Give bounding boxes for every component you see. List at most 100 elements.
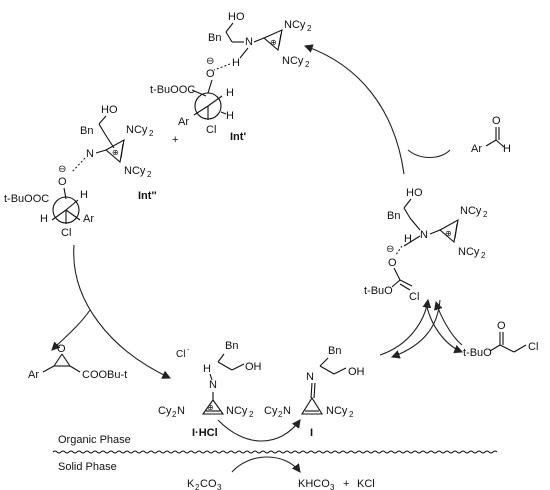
arrow-int-dprime-down bbox=[73, 244, 171, 379]
epoxide-exit-arrow bbox=[51, 309, 91, 351]
atom-label: HO bbox=[101, 104, 118, 116]
plus-charge: ⊕ bbox=[207, 403, 214, 412]
atom-label: Bn bbox=[328, 345, 341, 357]
subscript: 2 bbox=[307, 24, 312, 33]
minus-charge: ⊖ bbox=[386, 244, 394, 255]
equilibrium-arrow-1 bbox=[379, 298, 432, 356]
atom-label: O bbox=[388, 257, 397, 269]
plus-sign: + bbox=[172, 134, 178, 146]
subscript: 2 bbox=[305, 60, 310, 69]
atom-label: t-BuO bbox=[364, 285, 393, 297]
atom-label: NCy bbox=[326, 405, 348, 417]
atom-label: NCy bbox=[460, 205, 482, 217]
atom-label: H bbox=[80, 189, 88, 201]
atom-label: O bbox=[58, 176, 67, 188]
plus-charge: ⊕ bbox=[112, 148, 119, 157]
aldehyde: Ar O H bbox=[471, 115, 511, 155]
reagent-k2co3: K bbox=[187, 478, 195, 490]
atom-label: Bn bbox=[225, 340, 238, 352]
plus-charge: ⊕ bbox=[270, 38, 277, 47]
atom-label: H bbox=[404, 233, 412, 245]
atom-label: Ar bbox=[83, 213, 94, 225]
svg-text:-: - bbox=[187, 347, 190, 354]
ester-out-arrow bbox=[425, 301, 464, 354]
atom-label: t-BuOOC bbox=[4, 193, 49, 205]
minus-charge: ⊖ bbox=[58, 164, 66, 175]
atom-label: COOBu-t bbox=[82, 369, 127, 381]
atom-label: O bbox=[497, 320, 506, 332]
atom-label: N bbox=[306, 371, 314, 383]
atom-label: HO bbox=[228, 11, 245, 23]
int-prime-label: Int' bbox=[230, 131, 246, 143]
atom-label: H bbox=[503, 143, 511, 155]
organic-phase-label: Organic Phase bbox=[58, 434, 131, 446]
atom-label: N bbox=[86, 148, 94, 160]
atom-label: t-BuOOC bbox=[150, 84, 195, 96]
atom-label: H bbox=[226, 110, 234, 122]
chloride-ion: Cl bbox=[176, 349, 185, 360]
solid-phase-label: Solid Phase bbox=[58, 461, 117, 473]
aldehyde-entry-arrow bbox=[407, 149, 451, 159]
atom-label: NCy bbox=[458, 246, 480, 258]
plus-charge: ⊕ bbox=[445, 229, 452, 238]
atom-label: N bbox=[245, 36, 253, 48]
atom-label: NCy bbox=[124, 165, 146, 177]
atom-label: H bbox=[226, 87, 234, 99]
reagent-khco3: KHCO bbox=[298, 478, 330, 490]
reagent-kcl: KCl bbox=[357, 478, 375, 490]
minus-charge: ⊖ bbox=[206, 56, 214, 67]
atom-label: O bbox=[492, 115, 501, 127]
atom-label: Cl bbox=[206, 124, 216, 136]
cat-hcl-label: I·HCl bbox=[192, 427, 218, 439]
subscript: 2 bbox=[278, 410, 283, 419]
atom-label: NCy bbox=[126, 124, 148, 136]
plus-sign: + bbox=[343, 478, 349, 490]
atom-label: OH bbox=[348, 366, 365, 378]
subscript: 2 bbox=[147, 170, 152, 179]
atom-label: O bbox=[57, 343, 66, 355]
base-reaction: K 2 CO 3 KHCO 3 + KCl bbox=[187, 456, 375, 490]
subscript: 2 bbox=[172, 410, 177, 419]
atom-label: t-BuO bbox=[463, 347, 492, 359]
atom-label: Bn bbox=[387, 210, 400, 222]
atom-label: N bbox=[283, 405, 291, 417]
atom-label: Cl bbox=[409, 291, 419, 303]
catalyst-hcl-salt: Cl - Bn H OH N ⊕ Cy 2 N NCy 2 I·HCl bbox=[158, 340, 262, 439]
atom-label: Bn bbox=[80, 125, 93, 137]
subscript: 2 bbox=[483, 210, 488, 219]
enolate-intermediate: HO Bn N ⊕ NCy 2 NCy 2 H ⊖ O t-BuO Cl bbox=[364, 187, 488, 303]
intermediate-int-prime: HO Bn N ⊕ NCy 2 NCy 2 H ⊖ O t-BuOOC H H … bbox=[150, 11, 312, 143]
atom-label: O bbox=[206, 68, 215, 80]
catalyst-free-base: Bn OH N Cy 2 N NCy 2 I bbox=[264, 345, 365, 439]
subscript: 3 bbox=[330, 483, 335, 490]
atom-label: Cy bbox=[158, 405, 172, 417]
epoxide-product: Ar O COOBu-t bbox=[28, 343, 127, 381]
atom-label: Bn bbox=[208, 32, 221, 44]
atom-label: NCy bbox=[284, 19, 306, 31]
atom-label: OH bbox=[245, 361, 262, 373]
subscript: 2 bbox=[249, 410, 254, 419]
atom-label: Cl bbox=[61, 227, 71, 239]
atom-label: N bbox=[420, 229, 428, 241]
atom-label: Cy bbox=[264, 405, 278, 417]
intermediate-int-double-prime: HO Bn N ⊕ NCy 2 NCy 2 ⊖ O t-BuOOC H H Ar… bbox=[4, 104, 157, 239]
reagent-k2co3-tail: CO bbox=[200, 478, 217, 490]
atom-label: NCy bbox=[282, 55, 304, 67]
chloroacetate-ester: t-BuO O Cl bbox=[463, 320, 538, 359]
subscript: 2 bbox=[481, 251, 486, 260]
atom-label: HO bbox=[406, 187, 423, 199]
subscript: 2 bbox=[149, 129, 154, 138]
atom-label: H bbox=[232, 57, 240, 69]
arc-arrow-top-right bbox=[303, 44, 405, 175]
cat-label: I bbox=[310, 427, 313, 439]
atom-label: H bbox=[40, 213, 48, 225]
subscript: 3 bbox=[217, 483, 222, 490]
base-arrow bbox=[231, 456, 301, 473]
atom-label: Ar bbox=[178, 116, 189, 128]
regenerate-arrow bbox=[217, 419, 301, 442]
atom-label: N bbox=[209, 379, 217, 391]
atom-label: NCy bbox=[226, 405, 248, 417]
int-double-prime-label: Int'' bbox=[138, 190, 157, 202]
phase-boundary bbox=[52, 450, 498, 454]
